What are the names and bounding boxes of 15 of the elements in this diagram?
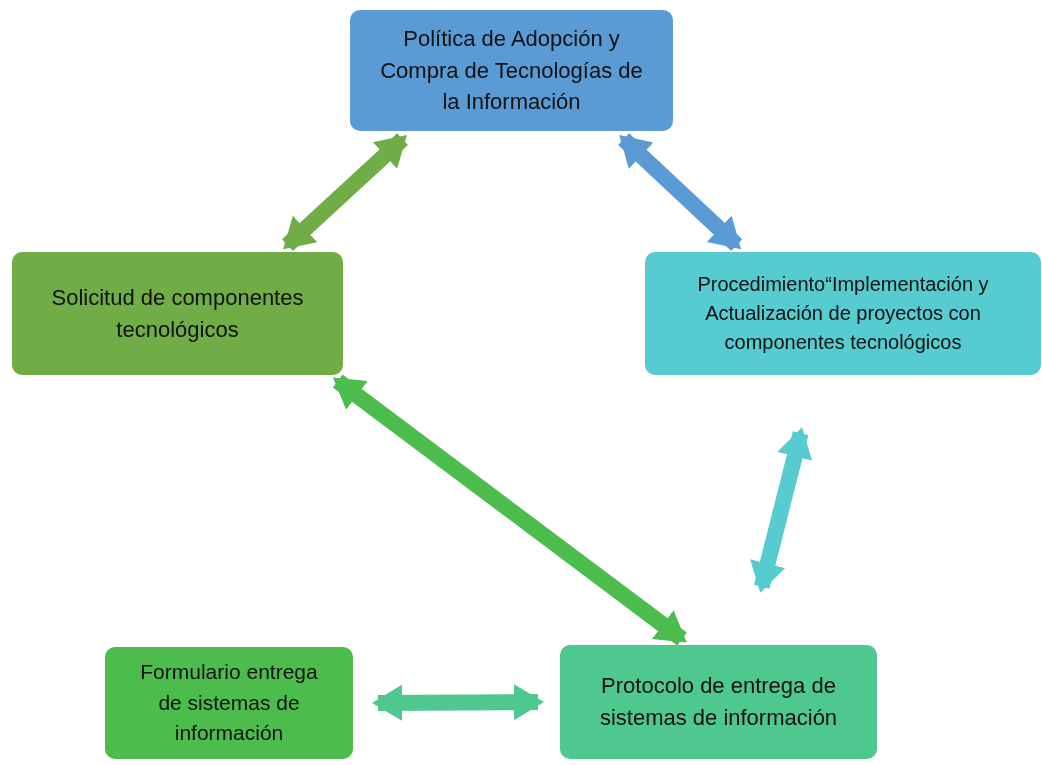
box-label: Procedimiento“Implementación y Actualización de proyectos con componentes tecnológicos [696, 272, 990, 355]
box-label: Solicitud de componentes tecnológicos [50, 283, 305, 344]
process-box [350, 10, 673, 131]
box-label: Protocolo de entrega de sistemas de información [598, 672, 839, 732]
box-label: Política de Adopción y Compra de Tecnologías de la Información [379, 24, 644, 117]
double-arrow [618, 133, 743, 251]
process-box [560, 645, 877, 759]
process-box [105, 647, 353, 759]
process-box [645, 252, 1041, 375]
double-arrow [332, 374, 687, 646]
process-box [12, 252, 343, 375]
double-arrow [750, 427, 813, 593]
double-arrow [282, 133, 408, 252]
double-arrow [372, 684, 544, 721]
box-label: Formulario entrega de sistemas de información [139, 659, 319, 747]
